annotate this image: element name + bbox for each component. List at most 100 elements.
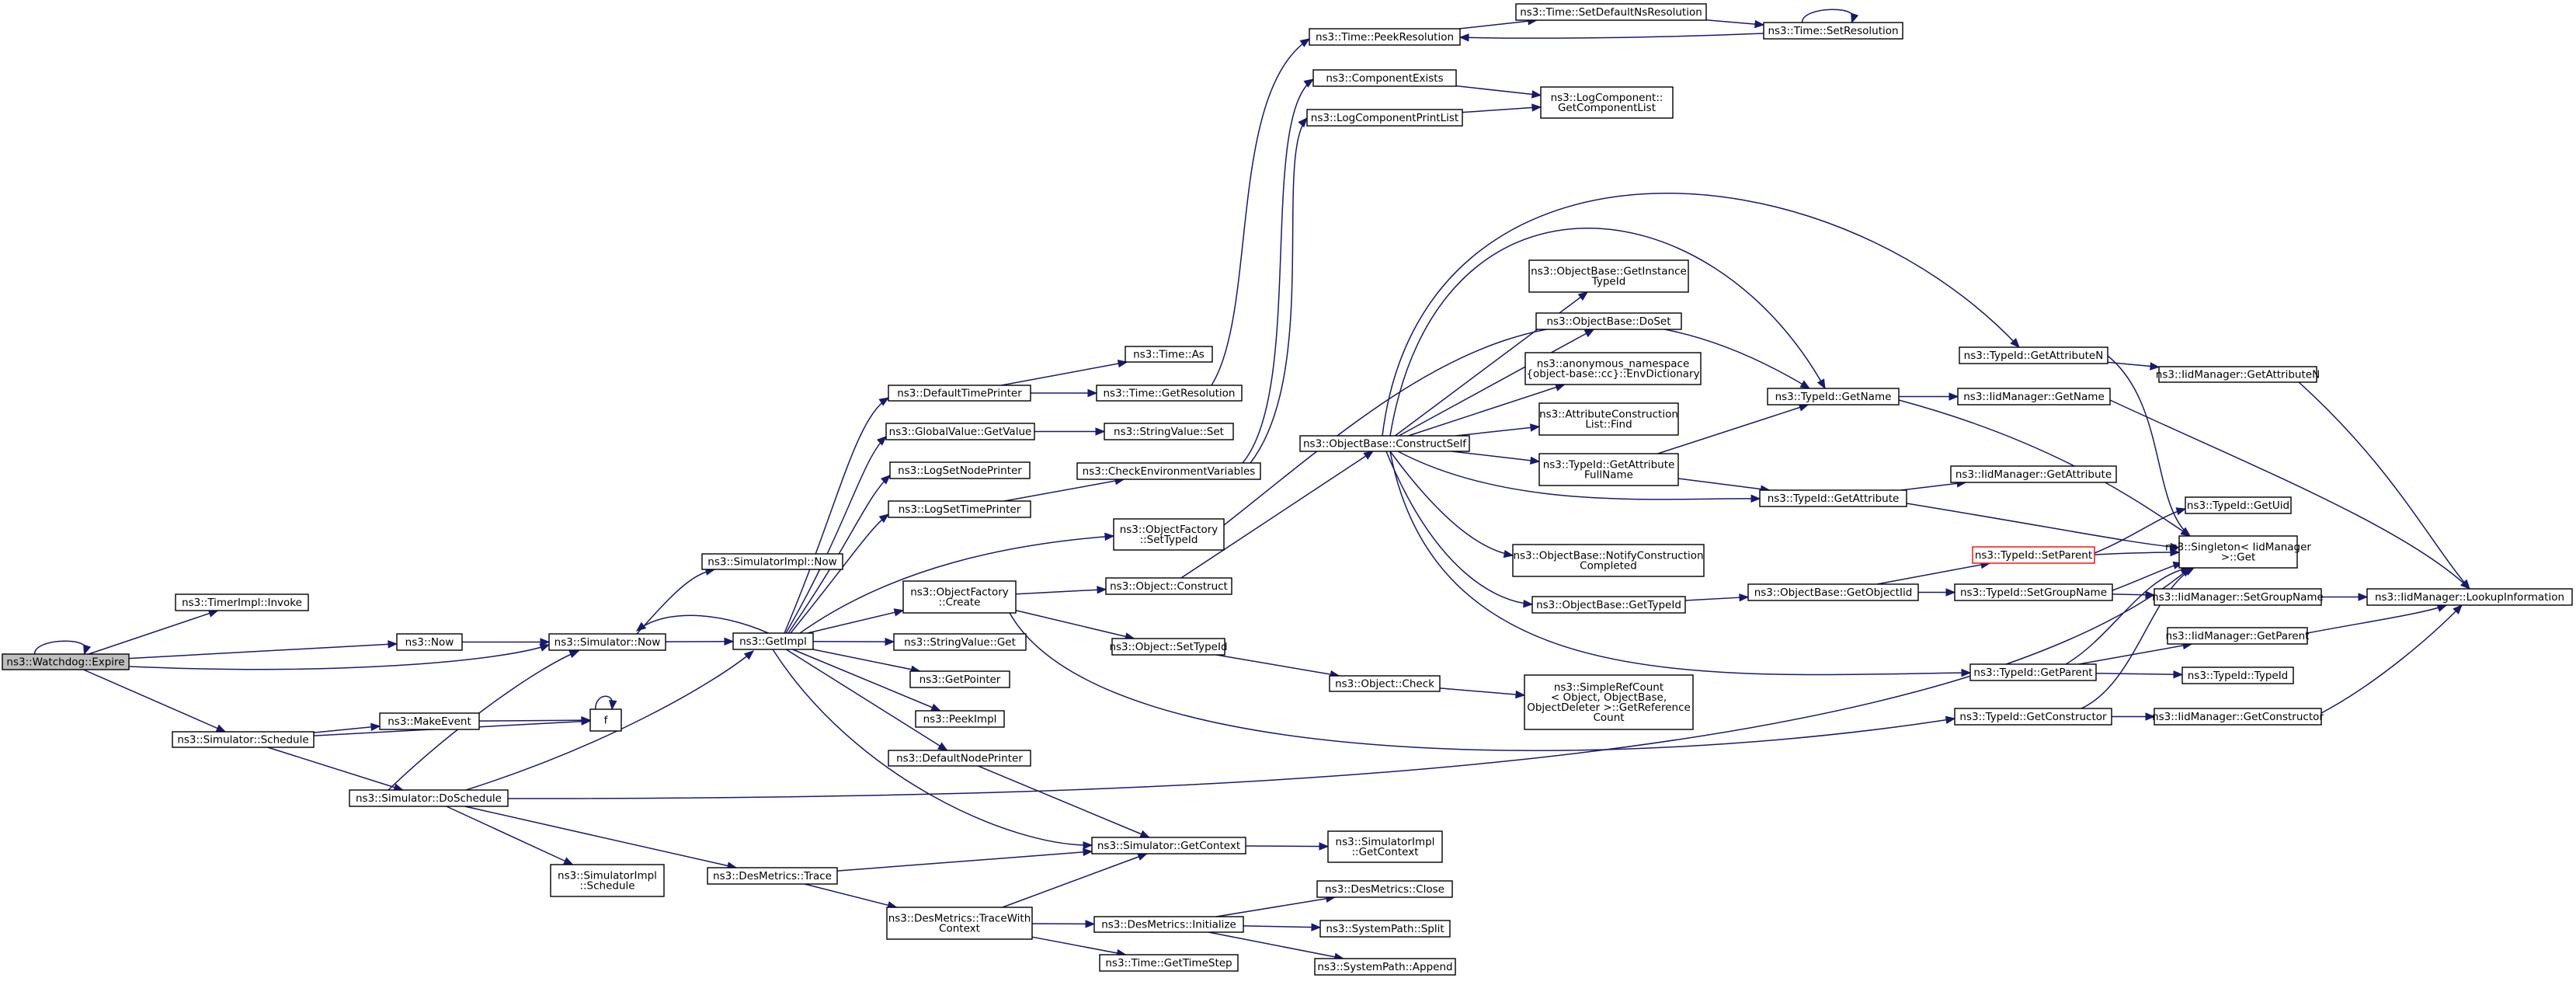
node-typeid_getparent[interactable]: ns3::TypeId::GetParent — [1969, 663, 2097, 681]
node-f[interactable]: f — [589, 708, 622, 732]
node-box[interactable] — [1528, 259, 1689, 293]
node-box[interactable] — [1076, 462, 1261, 480]
node-box[interactable] — [1312, 69, 1457, 87]
node-time_getresolution[interactable]: ns3::Time::GetResolution — [1096, 385, 1243, 402]
node-watchdog_expire[interactable]: ns3::Watchdog::Expire — [2, 653, 130, 670]
node-simimpl_schedule[interactable]: ns3::SimulatorImpl::Schedule — [550, 864, 665, 897]
node-box[interactable] — [888, 385, 1031, 402]
node-defaulttimeprinter[interactable]: ns3::DefaultTimePrinter — [888, 385, 1031, 402]
node-box[interactable] — [1538, 453, 1679, 486]
node-box[interactable] — [349, 789, 509, 807]
node-box[interactable] — [1535, 312, 1682, 330]
node-iidmanager_lookupinformation[interactable]: ns3::IidManager::LookupInformation — [2366, 588, 2573, 606]
node-stringvalue_set[interactable]: ns3::StringValue::Set — [1104, 423, 1234, 440]
node-checkenvvars[interactable]: ns3::CheckEnvironmentVariables — [1076, 462, 1261, 480]
node-box[interactable] — [1104, 423, 1234, 440]
node-getimpl[interactable]: ns3::GetImpl — [732, 632, 814, 650]
node-box[interactable] — [589, 708, 622, 732]
node-typeid_getname[interactable]: ns3::TypeId::GetName — [1767, 388, 1900, 405]
node-box[interactable] — [893, 633, 1027, 651]
node-objectbase_getobjectiid[interactable]: ns3::ObjectBase::GetObjectIid — [1747, 583, 1919, 601]
node-box[interactable] — [1125, 346, 1213, 363]
node-box[interactable] — [172, 731, 315, 748]
node-box[interactable] — [1957, 388, 2111, 405]
node-box[interactable] — [2366, 588, 2573, 606]
node-time_setresolution[interactable]: ns3::Time::SetResolution — [1763, 22, 1903, 40]
node-componentexists[interactable]: ns3::ComponentExists — [1312, 69, 1457, 87]
node-typeid_getuid[interactable]: ns3::TypeId::GetUid — [2185, 496, 2292, 514]
node-box[interactable] — [1954, 708, 2112, 726]
node-box[interactable] — [1972, 546, 2095, 564]
node-box[interactable] — [889, 461, 1031, 479]
node-globalvalue_getvalue[interactable]: ns3::GlobalValue::GetValue — [885, 423, 1035, 440]
node-typeid_getattributen[interactable]: ns3::TypeId::GetAttributeN — [1959, 346, 2108, 364]
node-box[interactable] — [2181, 667, 2294, 684]
node-anon_envdictionary[interactable]: ns3::anonymous_namespace{object-base::cc… — [1524, 352, 1702, 385]
node-box[interactable] — [1314, 958, 1456, 976]
node-box[interactable] — [1759, 489, 1907, 507]
node-objectfactory_create[interactable]: ns3::ObjectFactory::Create — [902, 580, 1017, 614]
node-typeid_typeid[interactable]: ns3::TypeId::TypeId — [2181, 667, 2294, 684]
node-box[interactable] — [886, 907, 1033, 940]
node-objectbase_gettypeid[interactable]: ns3::ObjectBase::GetTypeId — [1531, 596, 1686, 614]
node-sim_doschedule[interactable]: ns3::Simulator::DoSchedule — [349, 789, 509, 807]
node-timerimpl_invoke[interactable]: ns3::TimerImpl::Invoke — [175, 593, 309, 611]
node-box[interactable] — [2178, 535, 2298, 569]
node-logcomponentprintlist[interactable]: ns3::LogComponentPrintList — [1306, 109, 1463, 127]
node-box[interactable] — [1316, 880, 1453, 898]
node-box[interactable] — [1959, 346, 2108, 364]
node-getpointer[interactable]: ns3::GetPointer — [909, 670, 1010, 688]
node-box[interactable] — [379, 712, 480, 730]
node-desmetrics_trace[interactable]: ns3::DesMetrics::Trace — [707, 867, 838, 885]
node-sim_schedule[interactable]: ns3::Simulator::Schedule — [172, 731, 315, 748]
node-box[interactable] — [1111, 638, 1225, 656]
node-box[interactable] — [1954, 583, 2113, 601]
node-box[interactable] — [1538, 402, 1679, 436]
node-box[interactable] — [885, 423, 1035, 440]
node-objectfactory_settypeid[interactable]: ns3::ObjectFactory::SetTypeId — [1113, 518, 1225, 551]
node-box[interactable] — [1306, 109, 1463, 127]
node-typeid_getconstructor[interactable]: ns3::TypeId::GetConstructor — [1954, 708, 2112, 726]
node-box[interactable] — [888, 750, 1031, 767]
node-singleton_get[interactable]: ns3::Singleton< IidManager >::Get — [2165, 535, 2311, 569]
node-box[interactable] — [1091, 837, 1246, 854]
node-time_gettimestep[interactable]: ns3::Time::GetTimeStep — [1099, 954, 1239, 972]
node-box[interactable] — [1105, 577, 1232, 595]
node-box[interactable] — [1319, 920, 1451, 938]
node-box[interactable] — [915, 710, 1005, 728]
node-systempath_split[interactable]: ns3::SystemPath::Split — [1319, 920, 1451, 938]
node-box[interactable] — [2185, 496, 2292, 514]
node-box[interactable] — [548, 633, 666, 651]
node-box[interactable] — [1099, 954, 1239, 972]
node-box[interactable] — [1093, 916, 1244, 933]
node-box[interactable] — [2158, 366, 2317, 383]
node-box[interactable] — [1113, 518, 1225, 551]
node-iidmanager_getparent[interactable]: ns3::IidManager::GetParent — [2166, 627, 2310, 645]
node-time_setdefaultnsresolution[interactable]: ns3::Time::SetDefaultNsResolution — [1515, 3, 1707, 21]
node-box[interactable] — [175, 593, 309, 611]
node-stringvalue_get[interactable]: ns3::StringValue::Get — [893, 633, 1027, 651]
node-logsettimeprinter[interactable]: ns3::LogSetTimePrinter — [888, 500, 1031, 518]
node-box[interactable] — [909, 670, 1010, 688]
node-box[interactable] — [1531, 596, 1686, 614]
node-object_check[interactable]: ns3::Object::Check — [1329, 675, 1441, 692]
node-now[interactable]: ns3::Now — [396, 633, 463, 651]
node-object_construct[interactable]: ns3::Object::Construct — [1105, 577, 1232, 595]
node-objectbase_notifyconstructioncompleted[interactable]: ns3::ObjectBase::NotifyConstructionCompl… — [1512, 544, 1705, 577]
node-box[interactable] — [1767, 388, 1900, 405]
node-desmetrics_close[interactable]: ns3::DesMetrics::Close — [1316, 880, 1453, 898]
node-box[interactable] — [1329, 675, 1441, 692]
node-simimpl_getcontext[interactable]: ns3::SimulatorImpl::GetContext — [1327, 830, 1443, 863]
node-box[interactable] — [1299, 435, 1470, 452]
node-iidmanager_getattribute[interactable]: ns3::IidManager::GetAttribute — [1950, 465, 2117, 483]
node-box[interactable] — [2, 653, 130, 670]
node-box[interactable] — [707, 867, 838, 885]
node-box[interactable] — [2167, 627, 2308, 645]
node-object_settypeid[interactable]: ns3::Object::SetTypeId — [1109, 638, 1228, 656]
node-box[interactable] — [1540, 86, 1674, 119]
node-box[interactable] — [1950, 465, 2117, 483]
node-makeevent[interactable]: ns3::MakeEvent — [379, 712, 480, 730]
